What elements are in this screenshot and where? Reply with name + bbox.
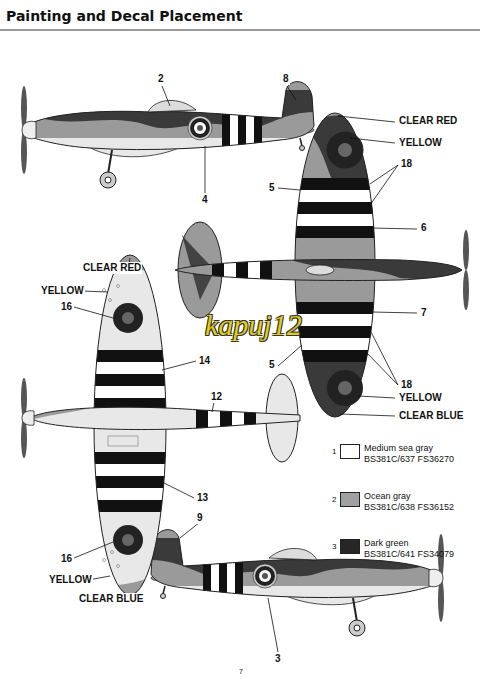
color-note: YELLOW bbox=[398, 137, 443, 149]
page-number: 7 bbox=[238, 666, 244, 678]
color-note: CLEAR BLUE bbox=[398, 410, 464, 422]
callout-number: 9 bbox=[196, 512, 204, 524]
color-note: YELLOW bbox=[398, 392, 443, 404]
callout-number: 5 bbox=[268, 182, 276, 194]
callout-number: 18 bbox=[400, 379, 413, 391]
page-title: Painting and Decal Placement bbox=[6, 8, 242, 24]
color-note: YELLOW bbox=[48, 574, 93, 586]
callout-number: 16 bbox=[60, 553, 73, 565]
color-note: CLEAR RED bbox=[82, 262, 142, 274]
legend-swatch bbox=[340, 444, 360, 459]
legend-text: Ocean gray BS381C/638 FS36152 bbox=[364, 491, 456, 513]
callout-number: 3 bbox=[274, 653, 282, 665]
callout-number: 5 bbox=[268, 359, 276, 371]
color-number: 3 bbox=[331, 541, 337, 553]
legend-text: Medium sea gray BS381C/637 FS36270 bbox=[364, 443, 456, 465]
callout-number: 4 bbox=[201, 194, 209, 206]
color-note: CLEAR RED bbox=[398, 115, 458, 127]
callout-number: 16 bbox=[60, 301, 73, 313]
callout-number: 12 bbox=[210, 391, 223, 403]
legend-swatch bbox=[340, 492, 360, 507]
color-number: 2 bbox=[331, 494, 337, 506]
callout-number: 8 bbox=[282, 73, 290, 85]
leader-lines bbox=[74, 86, 417, 652]
watermark: kapuj12 bbox=[205, 308, 302, 342]
color-note: YELLOW bbox=[40, 285, 85, 297]
color-note: CLEAR BLUE bbox=[78, 593, 144, 605]
callout-number: 14 bbox=[198, 355, 211, 367]
callout-number: 2 bbox=[157, 73, 165, 85]
legend-text: Dark green BS381C/641 FS34079 bbox=[364, 538, 456, 560]
callout-number: 6 bbox=[420, 222, 428, 234]
callout-number: 7 bbox=[420, 307, 428, 319]
callout-number: 13 bbox=[196, 492, 209, 504]
callout-number: 18 bbox=[400, 158, 413, 170]
legend-swatch bbox=[340, 539, 360, 554]
color-number: 1 bbox=[331, 446, 337, 458]
